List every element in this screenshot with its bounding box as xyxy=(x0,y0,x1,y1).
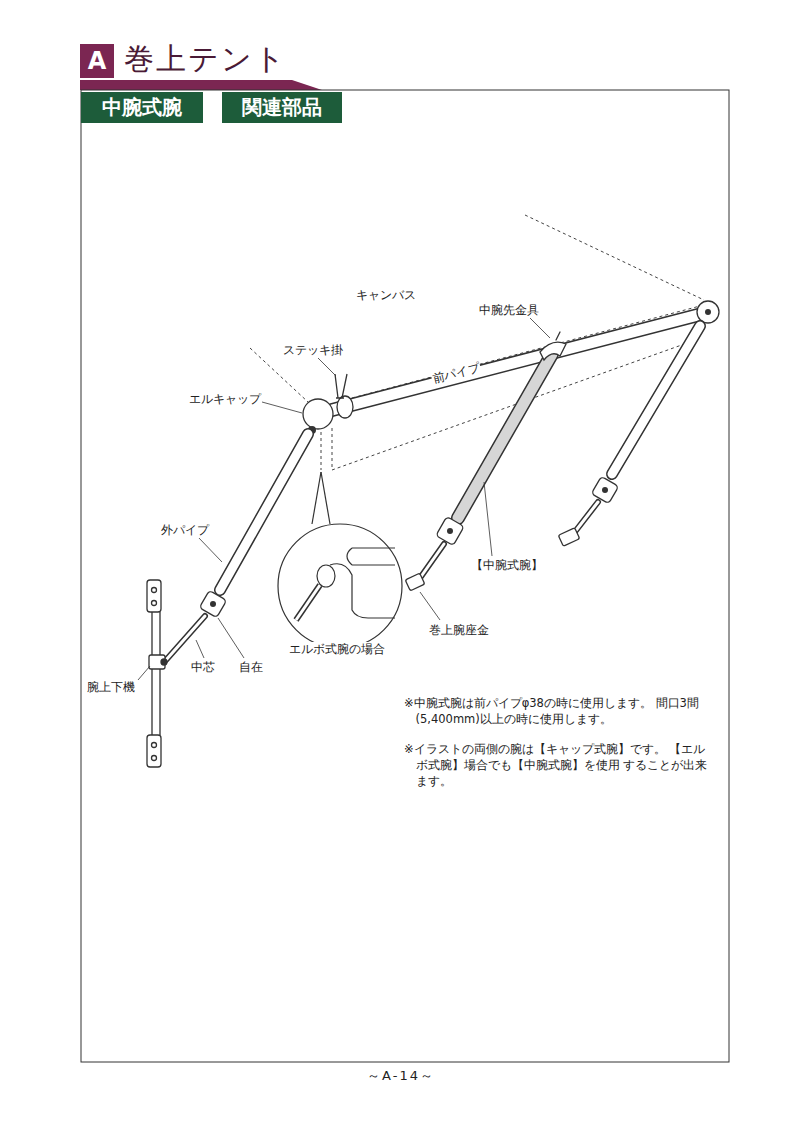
detail-magnifier-part xyxy=(278,524,402,648)
canvas-outline-part xyxy=(525,215,704,300)
right-arm-part xyxy=(574,502,598,533)
left-arm-part xyxy=(210,601,216,607)
arm-bracket-part xyxy=(152,588,157,593)
middle-arm-part xyxy=(447,528,453,534)
leader-lines-part xyxy=(196,640,204,658)
canvas-outline-part xyxy=(321,432,322,470)
part-label: エルキャップ xyxy=(188,392,262,407)
left-arm xyxy=(166,434,308,660)
middle-arm-part xyxy=(436,516,464,545)
usage-note: ※中腕式腕は前パイプφ38の時に使用します。 間口3間(5,400mm)以上の時… xyxy=(404,695,727,727)
middle-arm-part xyxy=(405,573,425,591)
box-text: 中腕式腕 xyxy=(102,94,182,121)
detail-magnifier-part xyxy=(296,585,320,620)
detail-magnifier-part xyxy=(296,585,320,620)
box-text: 関連部品 xyxy=(242,94,322,121)
part-label: 外パイプ xyxy=(160,523,210,538)
right-arm-part xyxy=(612,326,700,474)
leader-lines-part xyxy=(484,482,492,556)
elbow-cap-part xyxy=(337,396,353,418)
detail-magnifier-part xyxy=(330,564,395,618)
detail-magnifier-part xyxy=(321,472,330,524)
front-pipe-part xyxy=(697,301,719,323)
middle-arm-part xyxy=(420,544,444,578)
part-label: 【中腕式腕】 xyxy=(470,558,544,573)
arm-bracket-part xyxy=(147,735,161,767)
middle-arm-part xyxy=(556,332,560,340)
detail-magnifier-part xyxy=(312,472,321,524)
part-label: ステッキ掛 xyxy=(282,343,344,358)
elbow-cap xyxy=(303,396,353,434)
arm-bracket-part xyxy=(161,659,167,665)
right-arm-part xyxy=(591,476,618,503)
page-frame xyxy=(81,90,729,1062)
front-pipe-part xyxy=(332,314,702,410)
box-text: A xyxy=(88,47,107,75)
header-rule xyxy=(80,80,322,90)
arm-bracket-part xyxy=(152,612,160,735)
middle-arm-part xyxy=(420,544,444,578)
leader-lines-part xyxy=(262,402,302,413)
middle-arm-part xyxy=(458,354,552,518)
category-tab: 中腕式腕 xyxy=(81,92,203,123)
leader-lines-part xyxy=(198,537,222,562)
left-arm-part xyxy=(166,616,205,660)
right-arm-part xyxy=(602,487,608,493)
front-pipe-part xyxy=(705,309,711,315)
section-letter-box: A xyxy=(80,44,114,78)
left-arm-part xyxy=(166,616,205,660)
usage-note: ※イラストの両側の腕は【キャップ式腕】です。 【エルボ式腕】場合でも【中腕式腕】… xyxy=(404,741,709,789)
detail-magnifier-part xyxy=(317,565,335,587)
header-rule-part xyxy=(80,80,322,90)
leader-lines-part xyxy=(218,618,244,658)
right-arm-part xyxy=(574,502,598,533)
right-arm-part xyxy=(612,326,700,474)
part-label: 中芯 xyxy=(190,660,216,675)
right-arm-part xyxy=(558,528,579,546)
detail-magnifier xyxy=(278,472,402,648)
middle-arm-part xyxy=(458,354,552,518)
arm-bracket xyxy=(147,580,167,767)
detail-caption: エルボ式腕の場合 xyxy=(288,642,386,657)
leader-lines xyxy=(138,318,550,680)
leader-lines-part xyxy=(420,592,440,620)
arm-bracket-part xyxy=(147,580,161,612)
stick-hook-part xyxy=(335,374,347,398)
right-arm xyxy=(558,326,700,546)
leader-lines-part xyxy=(318,358,336,376)
detail-magnifier-part xyxy=(352,548,395,565)
leader-lines-part xyxy=(530,318,550,338)
detail-magnifier-part xyxy=(347,548,352,565)
middle-arm-part xyxy=(540,342,566,360)
leader-lines-part xyxy=(138,666,150,680)
part-label: キャンバス xyxy=(355,288,417,303)
elbow-cap-part xyxy=(303,399,333,429)
part-label: 巻上腕座金 xyxy=(428,623,490,638)
arm-bracket-part xyxy=(152,756,157,761)
front-pipe-part xyxy=(332,314,702,410)
middle-arm xyxy=(405,332,566,591)
part-label: 中腕先金具 xyxy=(478,303,540,318)
stick-hook xyxy=(335,374,347,398)
arm-bracket-part xyxy=(152,743,157,748)
page-frame-part xyxy=(81,90,729,1062)
page-title: 巻上テント xyxy=(124,40,287,78)
category-tab: 関連部品 xyxy=(222,92,342,123)
arm-bracket-part xyxy=(152,601,157,606)
part-label: 自在 xyxy=(238,660,264,675)
part-label: 腕上下機 xyxy=(86,680,136,695)
page-number: ～A-14～ xyxy=(0,1068,800,1084)
